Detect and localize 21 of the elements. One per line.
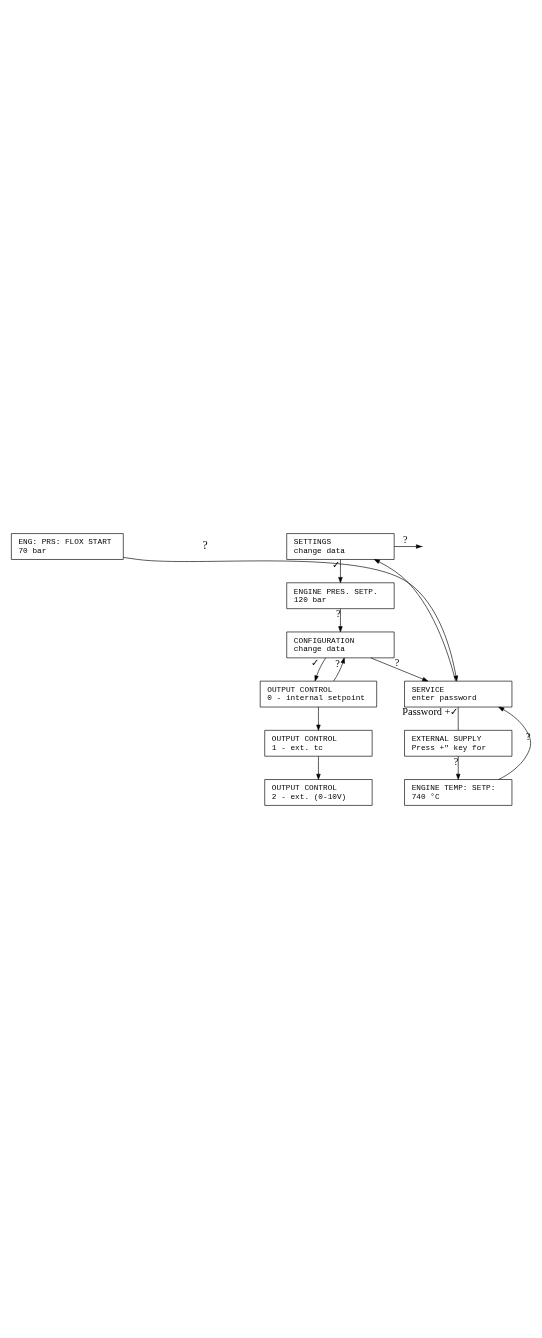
arrow (370, 657, 429, 681)
edge-label: ? (403, 533, 408, 545)
edge-label: Password +✓ (402, 705, 459, 717)
arrow (333, 657, 345, 681)
arrow (498, 706, 531, 780)
edge-label: ? (453, 755, 459, 766)
arrow (123, 556, 458, 681)
edge-label: ✓ (311, 656, 320, 668)
arrow (314, 657, 327, 681)
edge-label: ? (335, 607, 341, 619)
label: ? (202, 538, 208, 552)
arrow (316, 755, 321, 780)
arrow (374, 558, 456, 681)
arrow (456, 755, 461, 780)
edge-label: ? (394, 656, 400, 668)
arrow (338, 558, 343, 583)
arrow (316, 706, 321, 730)
edge-label: ✓ (332, 558, 341, 570)
arrow (338, 607, 343, 632)
edge-label: ? (335, 657, 340, 669)
edge-label: ? (526, 730, 531, 742)
